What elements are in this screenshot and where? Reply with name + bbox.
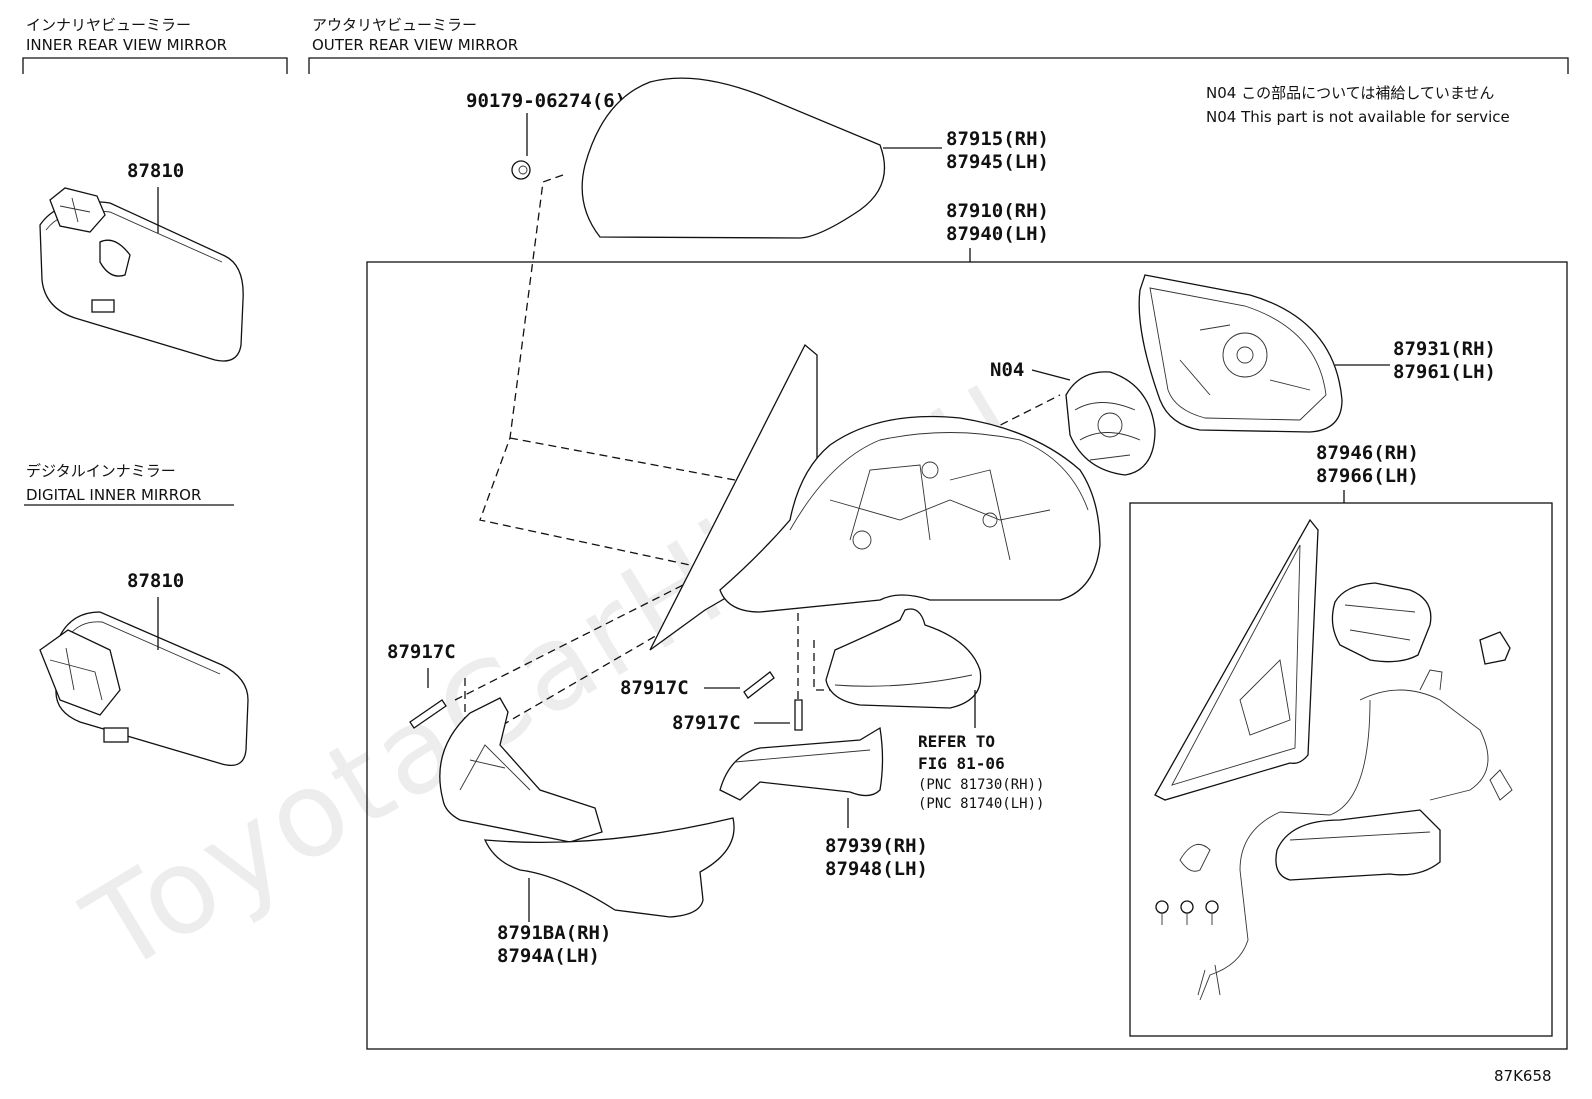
screw-mid2-illustration xyxy=(794,699,803,731)
digital-section-header: デジタルインナミラー DIGITAL INNER MIRROR xyxy=(24,462,234,506)
bolt-90179-illustration xyxy=(511,160,531,180)
cover-lower-lh-label: 8794A(LH) xyxy=(497,945,600,967)
sub-rh-label: 87946(RH) xyxy=(1316,442,1419,464)
n04-note-jp: N04 この部品については補給していません xyxy=(1206,84,1494,102)
digital-mirror-illustration xyxy=(39,611,249,767)
cover-lower-rh-label: 8791BA(RH) xyxy=(497,922,611,944)
outer-section-title-en: OUTER REAR VIEW MIRROR xyxy=(312,36,518,54)
inner-section-title-en: INNER REAR VIEW MIRROR xyxy=(26,36,227,54)
inner-section-header: インナリヤビューミラー INNER REAR VIEW MIRROR xyxy=(22,16,288,74)
turn-lamp-illustration xyxy=(825,608,982,709)
diagram-code: 87K658 xyxy=(1494,1067,1552,1085)
body-lh-label: 87961(LH) xyxy=(1393,361,1496,383)
lower-bracket-illustration xyxy=(439,697,603,843)
sub-assembly-illustration xyxy=(1154,518,1513,1001)
outer-section-bracket xyxy=(308,57,1569,74)
mirror-glass-illustration xyxy=(649,343,818,651)
cover-rh-label: 87915(RH) xyxy=(946,128,1049,150)
n04-label: N04 xyxy=(990,359,1024,381)
mirror-housing-illustration xyxy=(719,415,1101,613)
n04-note-en: N04 This part is not available for servi… xyxy=(1206,108,1510,126)
pnc-lh-label: (PNC 81740(LH)) xyxy=(918,796,1044,812)
screw-left-illustration xyxy=(409,699,447,729)
screw-mid2-label: 87917C xyxy=(672,712,741,734)
cover-lh-label: 87945(LH) xyxy=(946,151,1049,173)
lower-lh-label: 87948(LH) xyxy=(825,858,928,880)
screw-left-label: 87917C xyxy=(387,641,456,663)
bolt-90179-label: 90179-06274(6) xyxy=(466,90,626,112)
outer-section-title-jp: アウタリヤビューミラー xyxy=(312,16,477,34)
pnc-rh-label: (PNC 81730(RH)) xyxy=(918,777,1044,793)
fig-reference-label: FIG 81-06 xyxy=(918,754,1005,773)
inner-section-bracket xyxy=(22,57,288,74)
lower-rh-label: 87939(RH) xyxy=(825,835,928,857)
n04-actuator-illustration xyxy=(1065,371,1156,476)
assembly-frame xyxy=(366,261,1568,1050)
mirror-cover-illustration xyxy=(581,77,886,239)
sub-lh-label: 87966(LH) xyxy=(1316,465,1419,487)
screw-mid1-label: 87917C xyxy=(620,677,689,699)
body-rh-label: 87931(RH) xyxy=(1393,338,1496,360)
screw-mid1-illustration xyxy=(743,671,775,699)
digital-section-title-en: DIGITAL INNER MIRROR xyxy=(26,486,201,504)
sub-assembly-frame xyxy=(1129,502,1553,1037)
refer-to-label: REFER TO xyxy=(918,732,995,751)
inner-section-title-jp: インナリヤビューミラー xyxy=(26,16,191,34)
lower-cover-illustration xyxy=(483,817,735,918)
mirror-body-illustration xyxy=(1138,274,1343,433)
assy-lh-label: 87940(LH) xyxy=(946,223,1049,245)
outer-section-header: アウタリヤビューミラー OUTER REAR VIEW MIRROR xyxy=(308,16,1569,74)
assy-rh-label: 87910(RH) xyxy=(946,200,1049,222)
lower-garnish-illustration xyxy=(719,726,884,801)
inner-mirror-part-number: 87810 xyxy=(127,160,184,182)
digital-section-title-jp: デジタルインナミラー xyxy=(26,462,176,480)
inner-mirror-illustration xyxy=(39,187,244,362)
digital-mirror-part-number: 87810 xyxy=(127,570,184,592)
